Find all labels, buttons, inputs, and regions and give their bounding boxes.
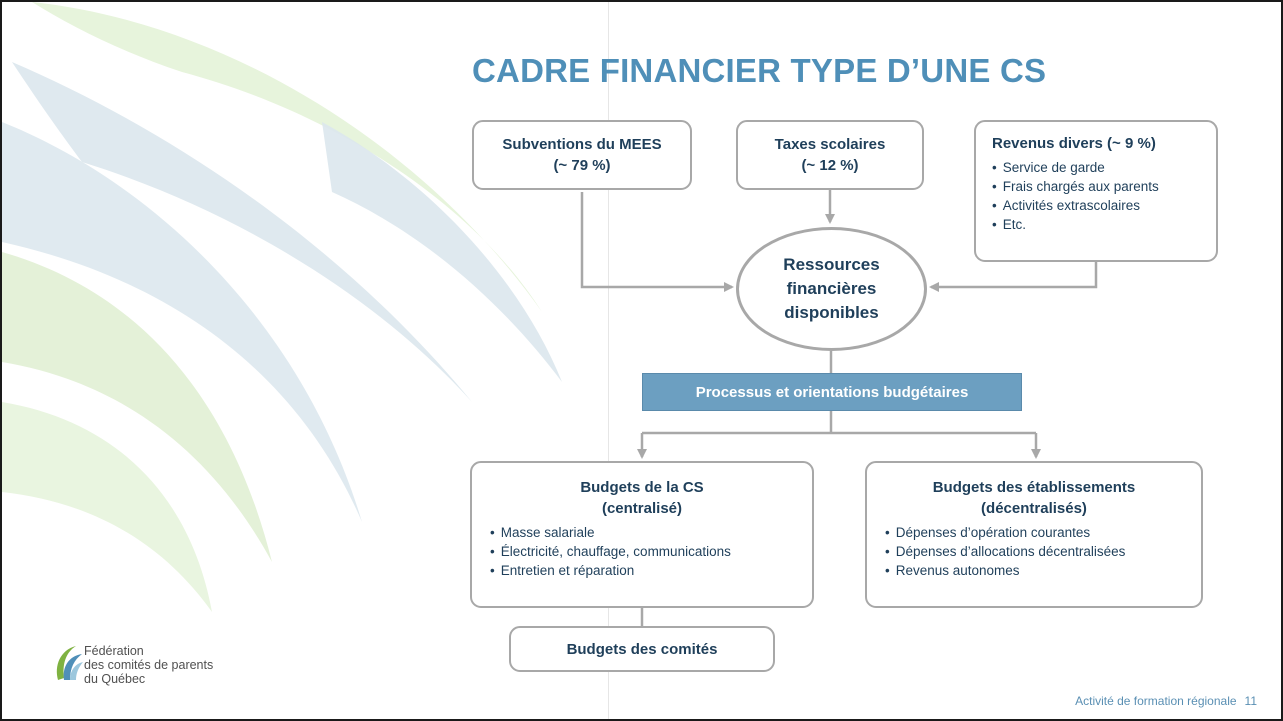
list-item: Dépenses d’opération courantes [885,523,1201,542]
list-item: Entretien et réparation [490,561,812,580]
ressources-line: disponibles [784,303,879,322]
budgets-etab-box: Budgets des établissements (décentralisé… [865,461,1203,608]
page-number: 11 [1244,694,1257,708]
federation-logo-icon [56,646,83,680]
list-item: Électricité, chauffage, communications [490,542,812,561]
budgets-etab-title: Budgets des établissements [932,479,1136,496]
slide-footer: Activité de formation régionale 11 [1075,694,1257,708]
list-item: Frais chargés aux parents [992,177,1216,196]
budgets-etab-list: Dépenses d’opération courantes Dépenses … [885,523,1201,580]
list-item: Dépenses d’allocations décentralisées [885,542,1201,561]
list-item: Activités extrascolaires [992,196,1216,215]
slide-title: CADRE FINANCIER TYPE D’UNE CS [472,52,1047,89]
arrow-revenus-to-ressources [929,262,1098,292]
list-item: Etc. [992,215,1216,234]
budgets-cs-subtitle: (centralisé) [601,500,683,517]
list-item: Service de garde [992,158,1216,177]
source-box-revenus: Revenus divers (~ 9 %) Service de garde … [974,120,1218,262]
ressources-line: Ressources [783,255,880,274]
source-box-mees: Subventions du MEES (~ 79 %) [472,120,692,190]
mees-percent: (~ 79 %) [553,157,611,174]
organization-line: Fédération [84,644,144,658]
budgets-comites-label: Budgets des comités [566,640,718,658]
ressources-line: financières [786,279,877,298]
taxes-title: Taxes scolaires [774,136,886,153]
revenus-list: Service de garde Frais chargés aux paren… [992,158,1216,234]
budgets-etab-subtitle: (décentralisés) [981,500,1087,517]
ressources-circle: Ressources financières disponibles [736,227,927,351]
organization-line: des comités de parents [84,658,214,672]
revenus-title: Revenus divers (~ 9 %) [992,135,1156,152]
organization-name: Fédération des comités de parents du Qué… [84,644,213,686]
budgets-comites-box: Budgets des comités [509,626,775,672]
list-item: Revenus autonomes [885,561,1201,580]
taxes-percent: (~ 12 %) [801,157,859,174]
organization-line: du Québec [84,672,146,686]
mees-title: Subventions du MEES [502,136,662,153]
footer-text: Activité de formation régionale [1075,694,1237,708]
slide-divider [608,2,609,719]
budgets-cs-box: Budgets de la CS (centralisé) Masse sala… [470,461,814,608]
budgets-cs-list: Masse salariale Électricité, chauffage, … [490,523,812,580]
processus-bar: Processus et orientations budgétaires [642,373,1022,411]
budgets-cs-title: Budgets de la CS [580,479,704,496]
arrow-mees-to-ressources [580,192,734,292]
source-box-taxes: Taxes scolaires (~ 12 %) [736,120,924,190]
list-item: Masse salariale [490,523,812,542]
